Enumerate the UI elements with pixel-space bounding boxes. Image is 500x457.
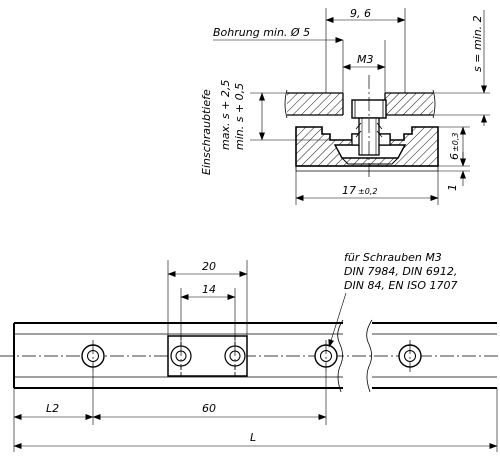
- dim-1-label: 1: [446, 184, 459, 191]
- dim-hole-pitch: 14: [180, 283, 236, 346]
- rail-hole-1: [81, 344, 105, 368]
- screw-depth-min: min. s + 0,5: [233, 83, 246, 150]
- rail-hole-3: [398, 344, 422, 368]
- dim-s-label: s = min. 2: [471, 15, 484, 72]
- screw-note-line-2: DIN 7984, DIN 6912,: [344, 265, 457, 278]
- rail-segment-right: [366, 319, 497, 393]
- section-view: 9, 6 Bohrung min. Ø 5 M3 s = min. 2: [200, 7, 490, 205]
- dim-1: 1: [446, 152, 466, 191]
- dim-head-width-label: 9, 6: [350, 7, 371, 20]
- dim-l2-label: L2: [46, 402, 59, 415]
- dim-total-width: 17 ±0,2: [295, 171, 439, 205]
- rail-segment-left: [13, 319, 344, 393]
- rail-view: 20 14 für Schrauben M3 DIN 7984, DIN 691…: [0, 251, 500, 452]
- dim-total-width-tol: ±0,2: [358, 187, 377, 196]
- screw-depth-title: Einschraubtiefe: [200, 89, 213, 175]
- dim-nut-length-label: 20: [202, 260, 216, 273]
- screw-note: für Schrauben M3 DIN 7984, DIN 6912, DIN…: [328, 251, 457, 348]
- screw-depth-dim: Einschraubtiefe max. s + 2,5 min. s + 0,…: [200, 80, 330, 175]
- dim-6-tol: ±0,3: [451, 133, 460, 152]
- screw-note-line-3: DIN 84, EN ISO 1707: [344, 279, 457, 292]
- dim-l2: L2: [13, 402, 94, 420]
- dim-nut-length: 20: [167, 260, 248, 336]
- dim-l: L: [13, 431, 498, 449]
- dim-hole-spacing: 60: [92, 402, 327, 420]
- dim-l-label: L: [250, 431, 256, 444]
- dim-6: 6 ±0,3: [448, 126, 466, 167]
- screw-note-line-1: für Schrauben M3: [344, 251, 442, 264]
- dim-total-width-label: 17: [342, 184, 356, 197]
- dim-s: s = min. 2: [471, 10, 487, 126]
- dim-thread: M3: [342, 40, 386, 93]
- bore-callout: Bohrung min. Ø 5: [213, 26, 344, 43]
- dim-thread-label: M3: [357, 53, 374, 66]
- rail-hole-2: [314, 344, 338, 368]
- bore-label: Bohrung min. Ø 5: [213, 26, 310, 39]
- dim-hole-spacing-label: 60: [202, 402, 216, 415]
- dim-6-label: 6: [448, 153, 461, 160]
- dim-head-width: 9, 6: [325, 7, 406, 93]
- screw-depth-max: max. s + 2,5: [219, 80, 232, 150]
- dim-hole-pitch-label: 14: [202, 283, 216, 296]
